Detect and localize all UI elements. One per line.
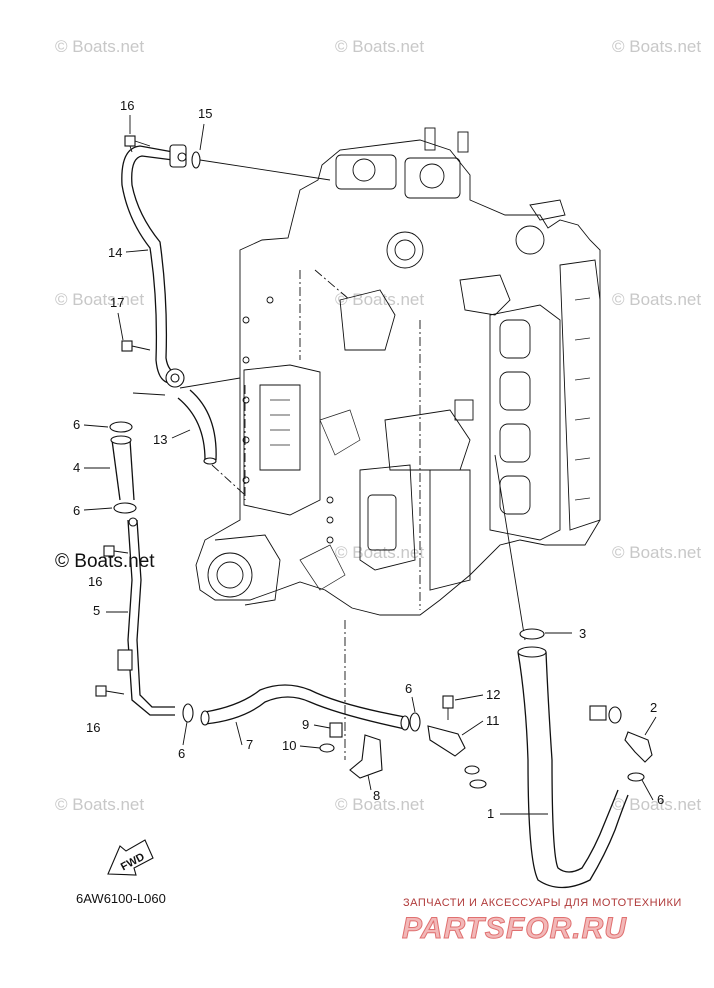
bracket-8 [349,734,383,779]
watermark: © Boats.net [55,37,144,56]
o-ring-15 [191,151,201,169]
callout-8: 8 [373,788,380,803]
hose-4 [110,435,135,501]
diagram-code: 6AW6100-L060 [76,891,166,906]
callout-5: 5 [93,603,100,618]
callout-10: 10 [282,738,296,753]
callout-14: 14 [108,245,122,260]
callouts: 16 15 14 17 6 13 4 6 16 5 16 6 7 9 10 8 … [73,98,664,821]
watermark: © Boats.net [55,290,144,309]
hose-7 [200,684,410,731]
hose-1 [517,646,629,889]
callout-11: 11 [486,713,500,728]
watermark: © Boats.net [612,543,701,562]
hose-14 [121,144,187,388]
callout-6: 6 [405,681,412,696]
hose-13 [177,389,217,465]
watermark: © Boats.net [335,543,424,562]
clamp-6 [109,421,137,514]
callout-3: 3 [579,626,586,641]
callout-15: 15 [198,106,212,121]
watermark: © Boats.net [612,290,701,309]
callout-6: 6 [73,503,80,518]
callout-2: 2 [650,700,657,715]
callout-9: 9 [302,717,309,732]
callout-6: 6 [657,792,664,807]
fwd-arrow: FWD [107,839,154,876]
callout-6: 6 [178,746,185,761]
fitting-2 [589,705,653,782]
watermark: © Boats.net [335,795,424,814]
pipe-5 [117,517,175,716]
bolt-16-mid [103,545,129,557]
callout-1: 1 [487,806,494,821]
callout-16: 16 [120,98,134,113]
watermark: © Boats.net [612,795,701,814]
watermark: © Boats.net [335,290,424,309]
leader-lines [132,159,572,760]
engine-block [195,127,601,616]
callout-12: 12 [486,687,500,702]
callout-13: 13 [153,432,167,447]
callout-7: 7 [246,737,253,752]
washer-10 [319,743,335,753]
callout-17: 17 [110,295,124,310]
callout-16: 16 [86,720,100,735]
bolt-16-top [124,135,151,153]
brand-tagline: ЗАПЧАСТИ И АКСЕССУАРЫ ДЛЯ МОТОТЕХНИКИ [403,897,682,909]
brand-logo: PARTSFOR.RU [402,912,627,945]
callout-4: 4 [73,460,80,475]
bolt-9 [329,722,343,738]
clamp-6-lower [182,703,194,723]
callout-16: 16 [88,574,102,589]
clamp-3 [519,628,545,640]
callout-leaders [83,115,657,815]
callout-6: 6 [73,417,80,432]
fitting-11 [427,725,487,789]
bolt-12 [442,695,454,720]
clamp-6-mid [409,712,421,732]
watermark: © Boats.net [335,37,424,56]
watermark: © Boats.net [55,795,144,814]
bolt-16-low [95,685,125,697]
bolt-17 [121,340,151,352]
watermark: © Boats.net [612,37,701,56]
